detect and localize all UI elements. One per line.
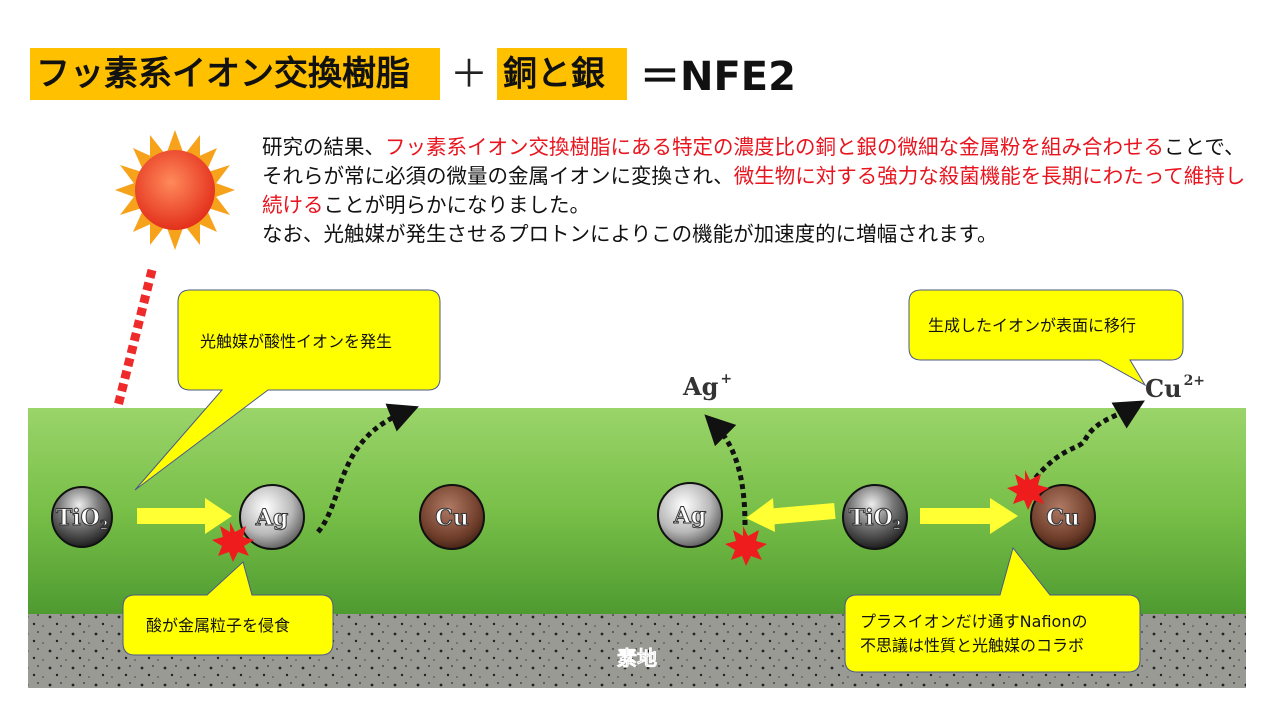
particle-cu: Cu xyxy=(1030,484,1096,550)
svg-text:酸が金属粒子を侵食: 酸が金属粒子を侵食 xyxy=(146,616,290,635)
title-result: ＝NFE2 xyxy=(640,54,796,100)
particle-tio2: TiO2 xyxy=(842,484,908,550)
desc-text: ことが明らかになりました。 xyxy=(323,193,591,217)
particle-cu: Cu xyxy=(419,484,485,550)
desc-highlight: フッ素系イオン交換樹脂にある特定の濃度比の銅と銀の微細な金属粉を組み合わせる xyxy=(385,135,1164,159)
svg-text:プラスイオンだけ通すNafionの: プラスイオンだけ通すNafionの xyxy=(860,612,1087,631)
particle-tio2: TiO2 xyxy=(51,486,113,548)
substrate-label: 素地 xyxy=(617,646,657,670)
title-box-copper-silver: 銅と銀 xyxy=(497,48,627,100)
svg-text:Cu: Cu xyxy=(1046,505,1080,531)
desc-text: なお、光触媒が発生させるプロトンによりこの機能が加速度的に増幅されます。 xyxy=(262,222,998,246)
svg-text:光触媒が酸性イオンを発生: 光触媒が酸性イオンを発生 xyxy=(200,332,392,351)
svg-text:Ag: Ag xyxy=(673,503,706,529)
description-paragraph: 研究の結果、フッ素系イオン交換樹脂にある特定の濃度比の銅と銀の微細な金属粉を組み… xyxy=(262,133,1252,249)
svg-text:不思議は性質と光触媒のコラボ: 不思議は性質と光触媒のコラボ xyxy=(860,636,1084,655)
svg-text:Cu: Cu xyxy=(435,505,469,531)
ag-ion-label: Ag+ xyxy=(682,371,732,401)
callout-photocatalyst: 光触媒が酸性イオンを発生 xyxy=(134,289,441,491)
desc-highlight: 微生物に対する強力な殺菌機能を長期にわたって維持し続ける xyxy=(262,164,1246,217)
particle-tio2-label: TiO2 xyxy=(849,505,901,532)
callout-ion-migration: 生成したイオンが表面に移行 xyxy=(908,289,1184,387)
desc-text: ことで、それらが常に必須の微量の金属イオンに変換され、 xyxy=(262,135,1245,188)
svg-text:生成したイオンが表面に移行: 生成したイオンが表面に移行 xyxy=(928,316,1136,335)
svg-text:Ag: Ag xyxy=(255,505,288,531)
sun-icon xyxy=(115,130,235,250)
particle-ag: Ag xyxy=(657,482,723,548)
proton-arrow xyxy=(137,498,1018,534)
callout-acid-corrosion: 酸が金属粒子を侵食 xyxy=(122,561,334,656)
particle-ag: Ag xyxy=(239,484,305,550)
title-plus: ＋ xyxy=(450,52,489,96)
particle-tio2-label: TiO2 xyxy=(56,505,108,532)
reaction-burst-icon xyxy=(212,470,1049,566)
title-box-resin: フッ素系イオン交換樹脂 xyxy=(30,48,440,100)
ion-migration-path xyxy=(316,400,1145,534)
callout-nafion: プラスイオンだけ通すNafionの 不思議は性質と光触媒のコラボ xyxy=(844,546,1141,673)
desc-text: 研究の結果、 xyxy=(262,135,385,159)
